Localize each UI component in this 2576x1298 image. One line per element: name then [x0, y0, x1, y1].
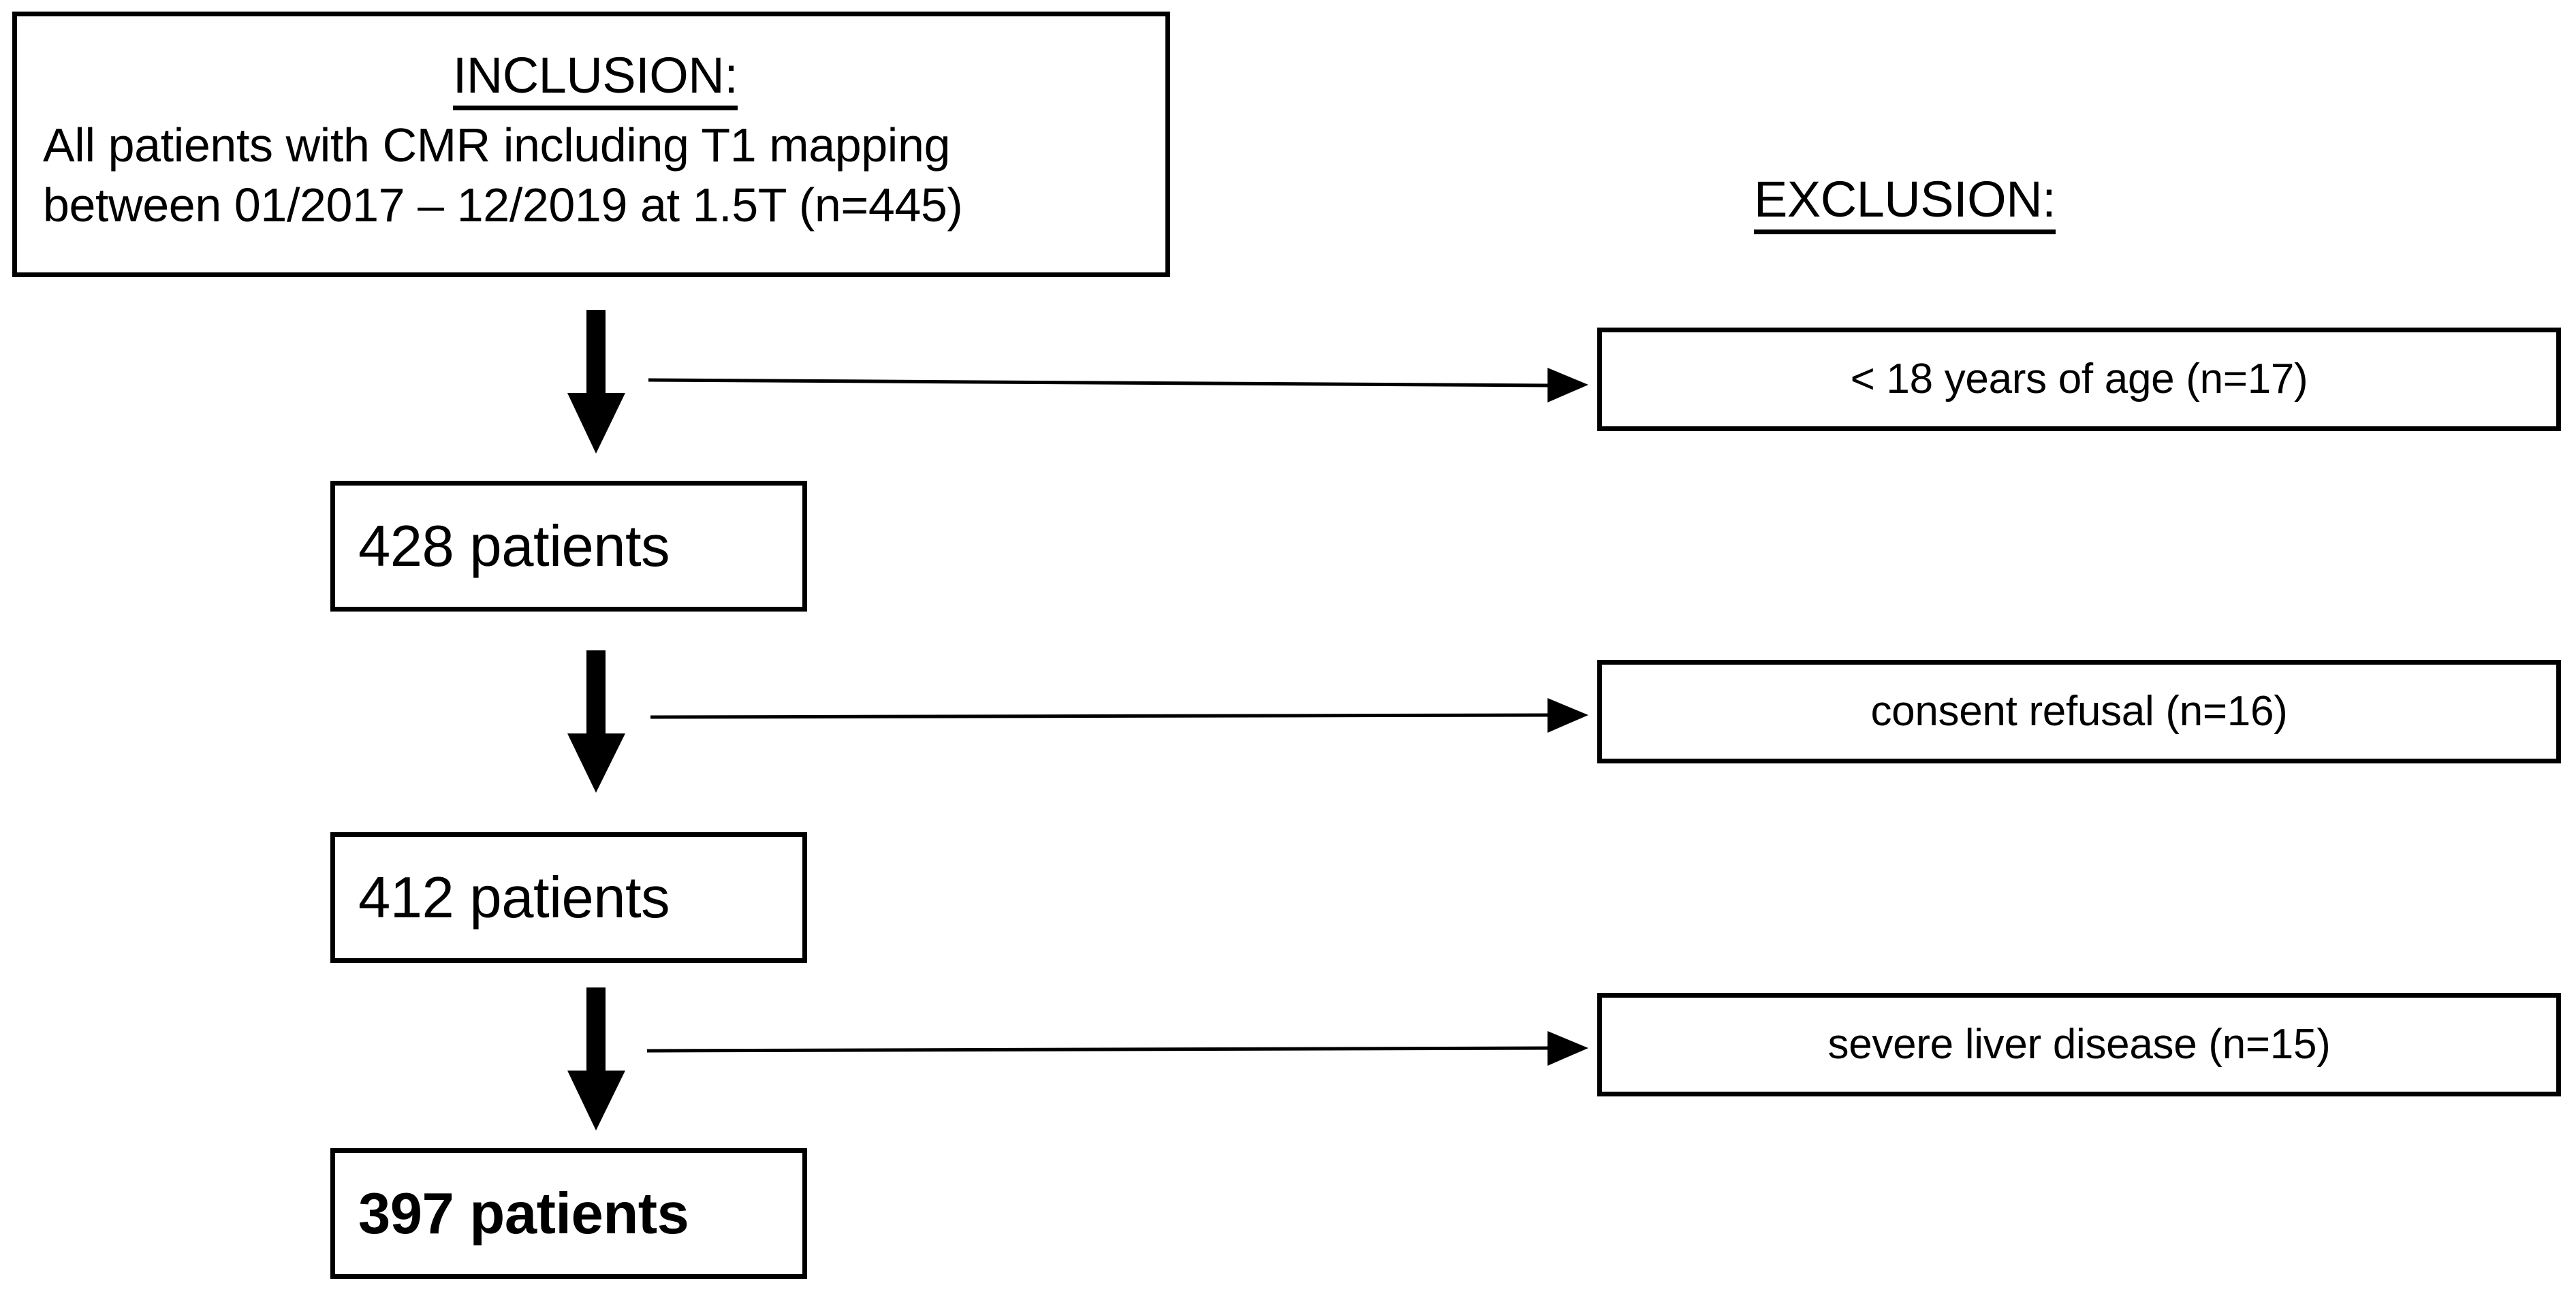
exclusion-label-liver: severe liver disease (n=15) — [1827, 1021, 2331, 1068]
node-397-label: 397 patients — [358, 1181, 689, 1246]
exclusion-box-age: < 18 years of age (n=17) — [1597, 328, 2561, 431]
down-arrow-3 — [567, 987, 625, 1130]
inclusion-heading-text: INCLUSION: — [452, 47, 738, 111]
exclusion-heading-text: EXCLUSION: — [1754, 171, 2056, 234]
node-397-patients: 397 patients — [330, 1148, 807, 1279]
node-412-label: 412 patients — [358, 865, 670, 930]
exclusion-label-consent: consent refusal (n=16) — [1870, 688, 2288, 735]
inclusion-line-2: between 01/2017 – 12/2019 at 1.5T (n=445… — [43, 178, 963, 232]
exclusion-connector-1 — [648, 368, 1588, 402]
node-412-patients: 412 patients — [330, 832, 807, 963]
exclusion-connector-3 — [646, 1031, 1588, 1066]
exclusion-box-liver: severe liver disease (n=15) — [1597, 993, 2561, 1096]
exclusion-connector-2 — [650, 698, 1588, 733]
down-arrow-1 — [567, 310, 625, 454]
node-428-patients: 428 patients — [330, 481, 807, 612]
node-428-label: 428 patients — [358, 513, 670, 579]
inclusion-line-1: All patients with CMR including T1 mappi… — [43, 118, 950, 172]
exclusion-label-age: < 18 years of age (n=17) — [1850, 355, 2308, 402]
inclusion-box: INCLUSION: All patients with CMR includi… — [12, 12, 1170, 277]
inclusion-heading: INCLUSION: — [43, 47, 1148, 111]
exclusion-box-consent: consent refusal (n=16) — [1597, 660, 2561, 763]
inclusion-body: All patients with CMR including T1 mappi… — [43, 115, 1148, 235]
exclusion-heading: EXCLUSION: — [1754, 171, 2056, 234]
down-arrow-2 — [567, 650, 625, 793]
